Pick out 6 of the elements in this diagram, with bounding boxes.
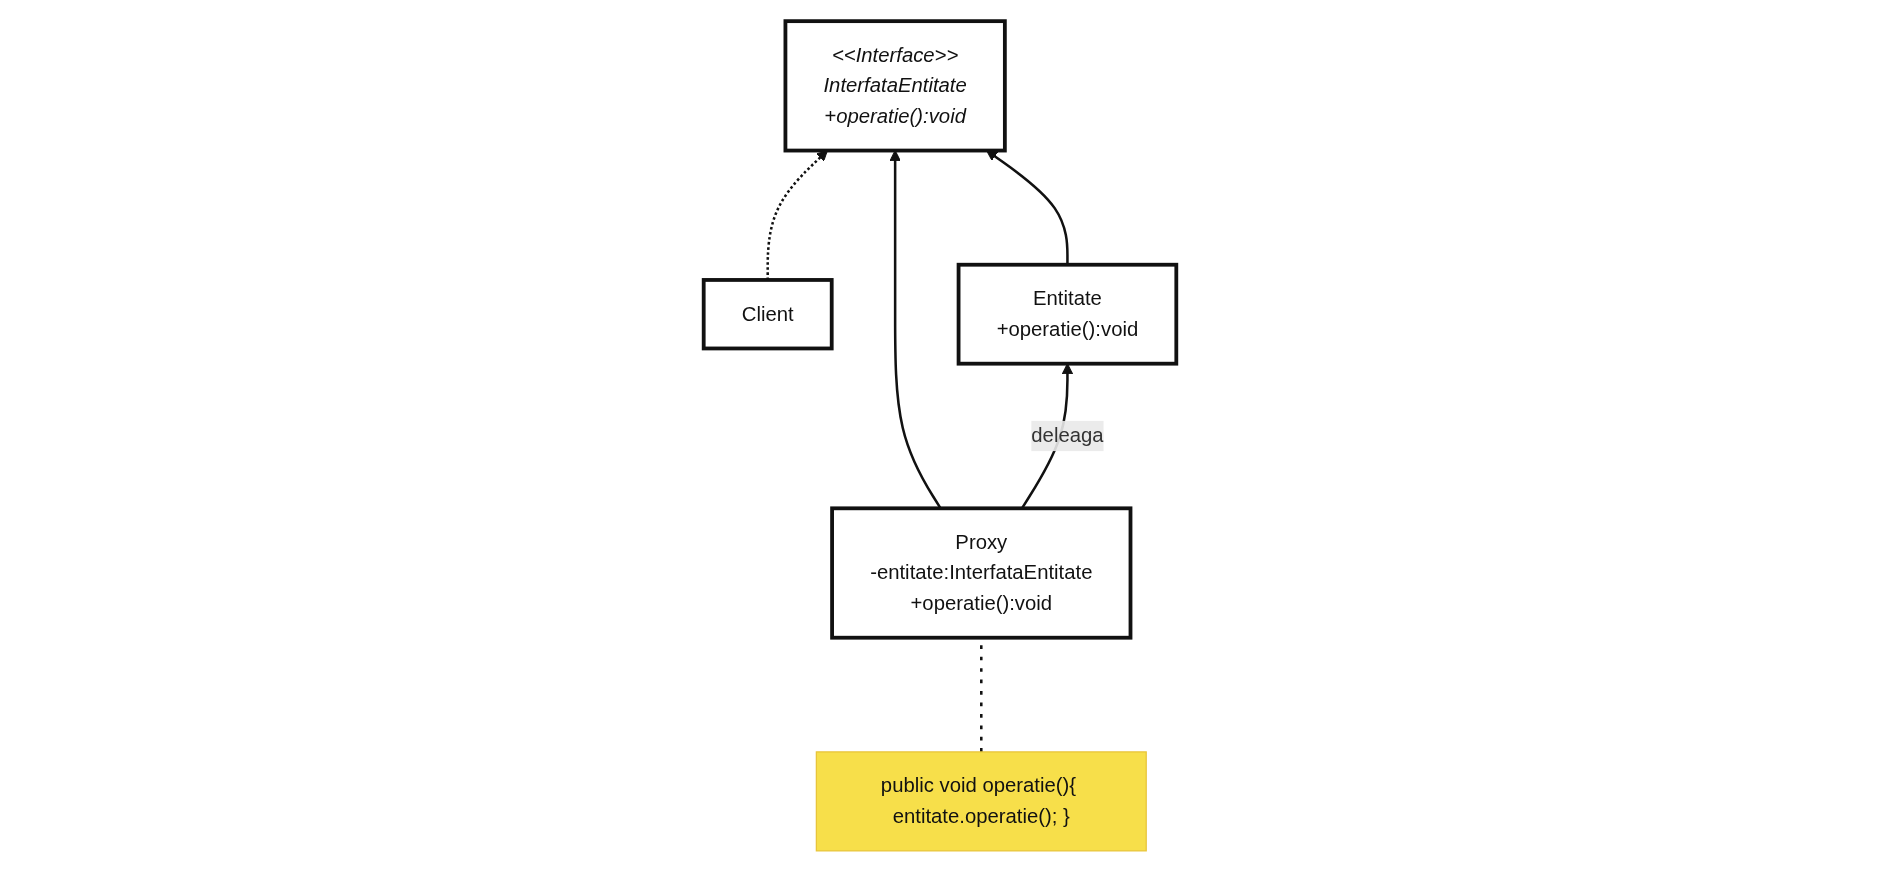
node-box: Proxy -entitate:InterfataEntitate +operatie():void — [830, 505, 1133, 640]
node-box: <<Interface>> InterfataEntitate +operatie():void — [783, 18, 1007, 152]
node-box: Entitate +operatie():void — [956, 262, 1179, 366]
edge-label: deleaga — [1031, 424, 1104, 446]
node-box: public void operatie(){ entitate.operatie(); } — [815, 750, 1147, 851]
node-box: Client — [701, 277, 834, 350]
